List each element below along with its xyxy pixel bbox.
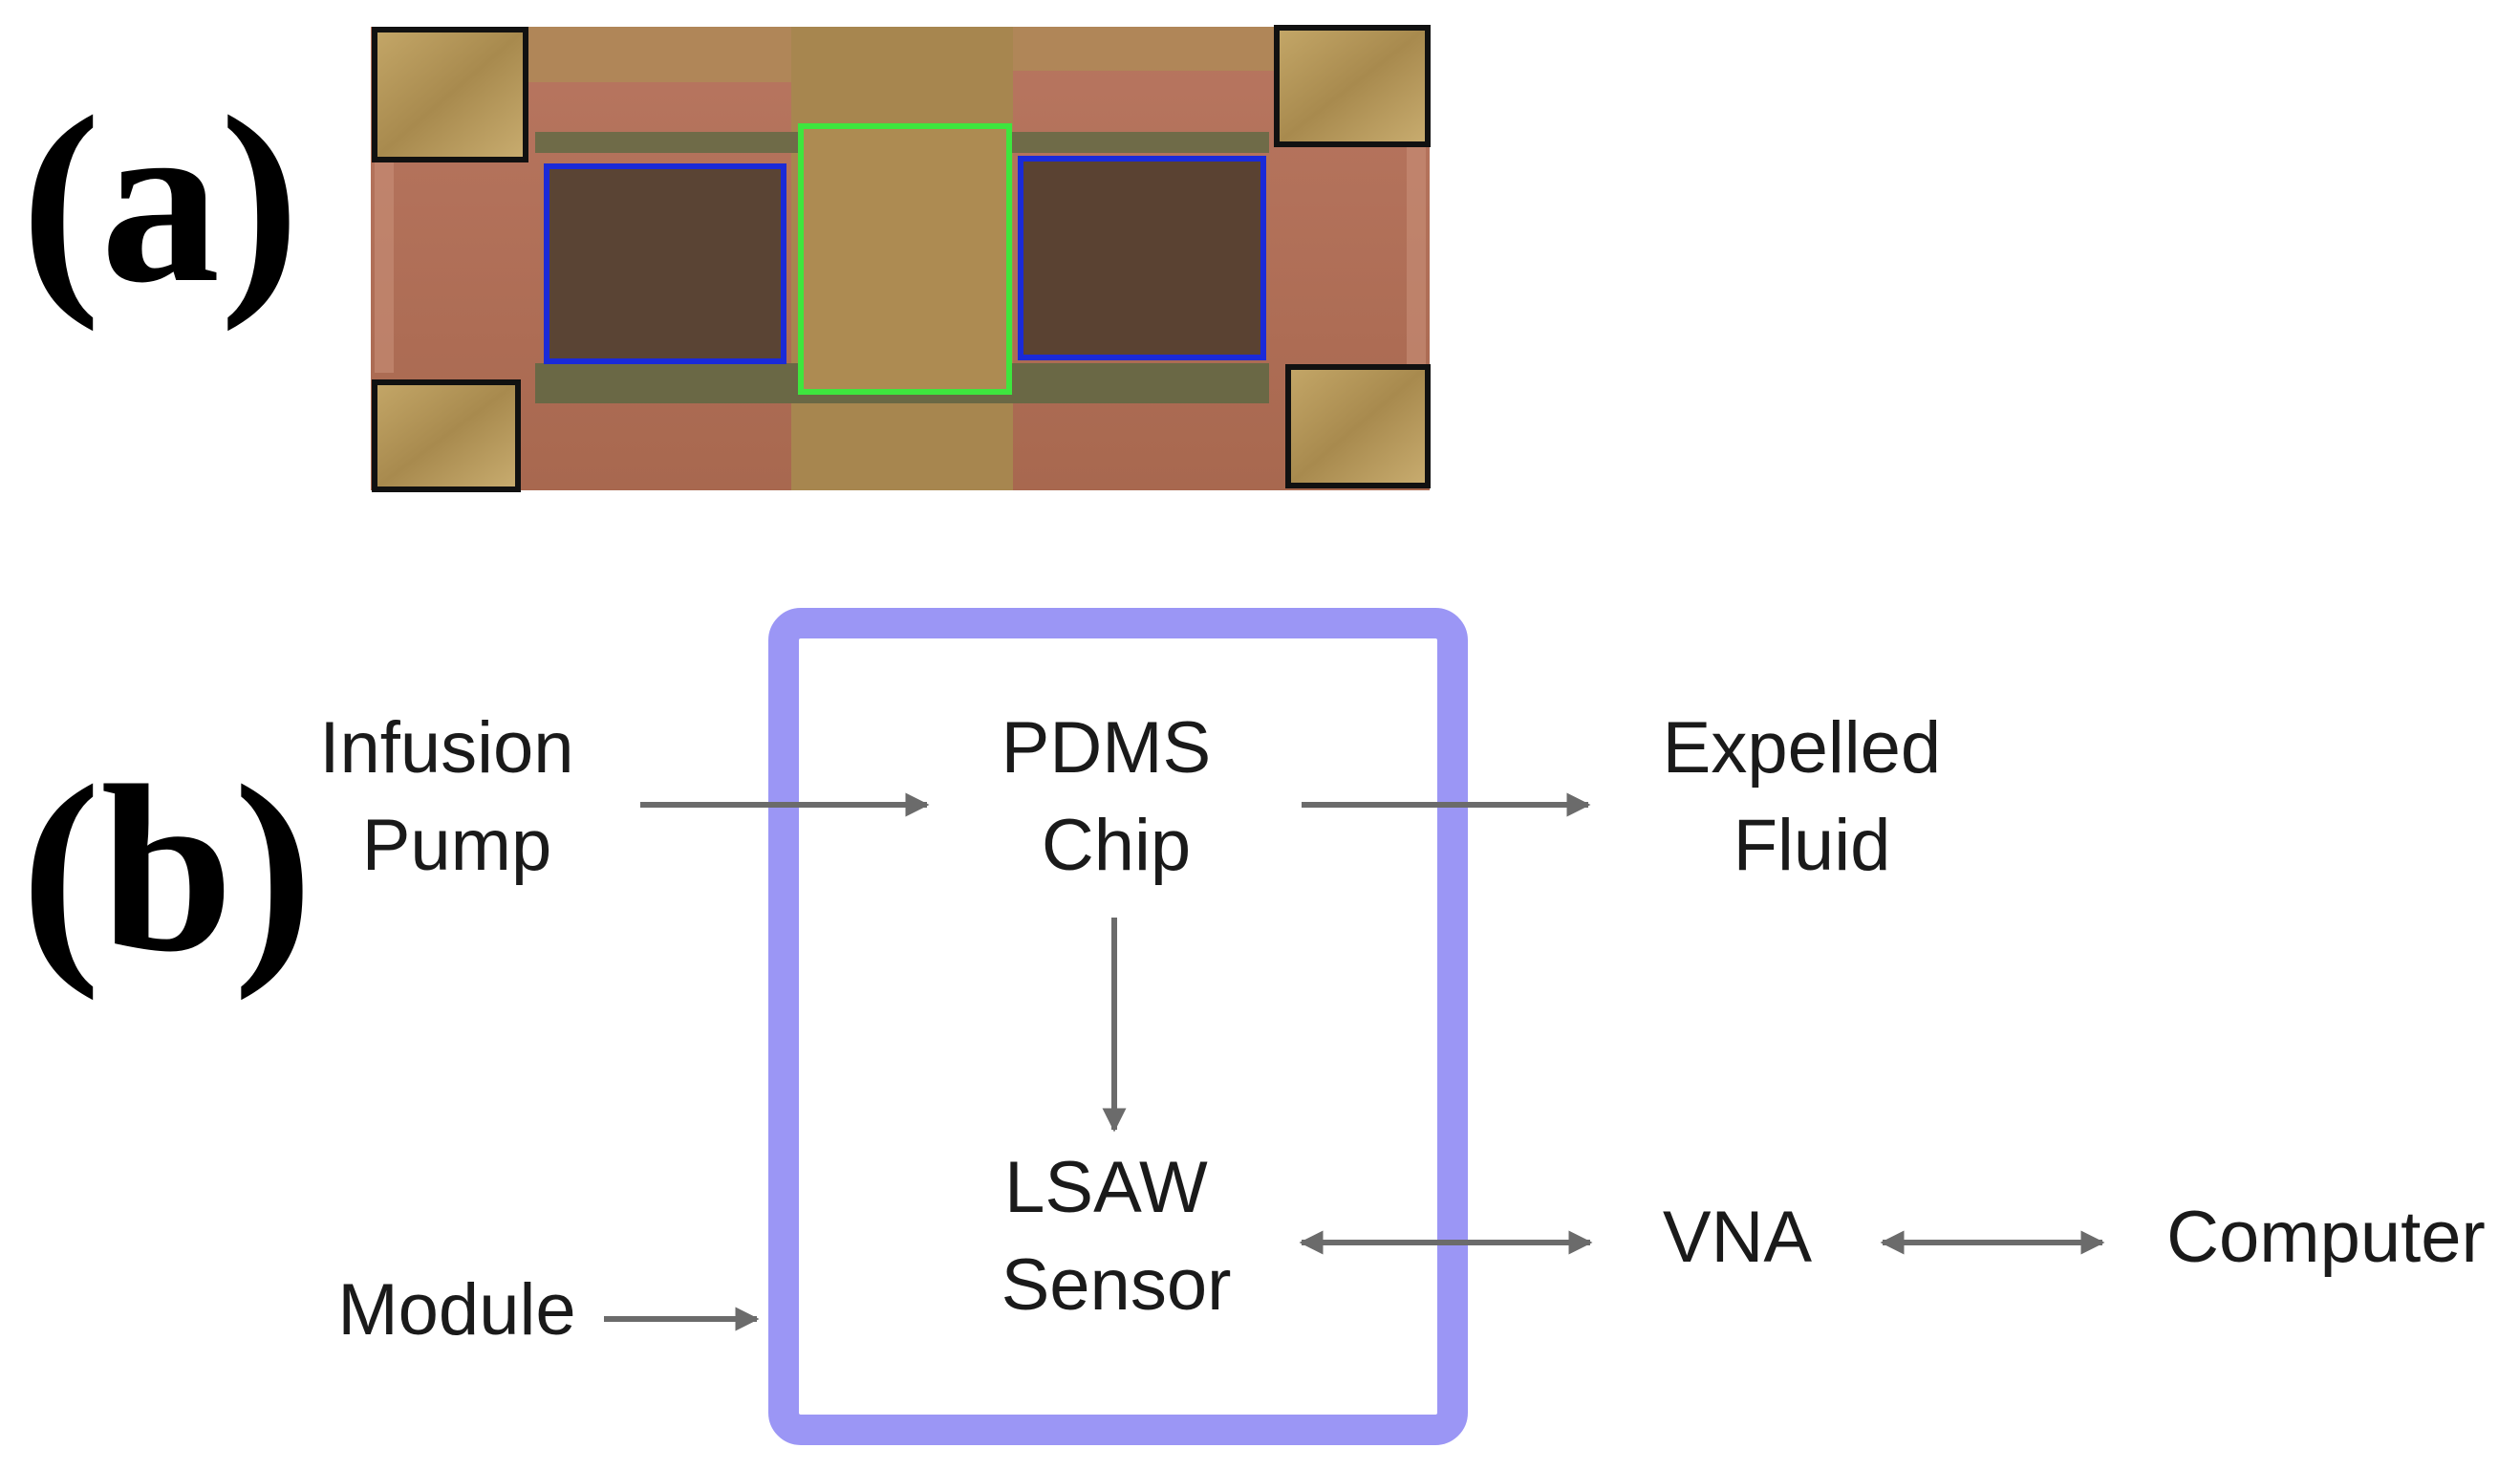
pdms-chip-label: PDMS Chip <box>1002 707 1232 886</box>
computer-label: Computer <box>2166 1197 2486 1278</box>
infusion-pump-label: Infusion Pump <box>319 707 593 886</box>
panel-label-b: (b) <box>21 737 313 1002</box>
panel-label-a: (a) <box>21 68 300 333</box>
photo-edge-mark-left <box>375 143 394 373</box>
vna-label: VNA <box>1663 1197 1813 1278</box>
photo-top-left-strip <box>528 27 791 82</box>
chip-photo <box>371 25 1431 492</box>
sensing-area <box>798 123 1012 395</box>
idt-left <box>544 163 786 364</box>
pad-top-left <box>372 27 528 162</box>
module-label: Module <box>337 1269 575 1351</box>
pad-bottom-left <box>372 379 521 492</box>
module-box <box>768 608 1468 1445</box>
expelled-fluid-label: Expelled Fluid <box>1663 707 1962 886</box>
pad-bottom-right <box>1285 364 1431 488</box>
photo-edge-mark-right <box>1407 143 1426 373</box>
lsaw-sensor-label: LSAW Sensor <box>1002 1147 1232 1326</box>
idt-right <box>1018 156 1266 360</box>
photo-top-right-strip <box>1013 27 1277 71</box>
pad-top-right <box>1274 25 1431 147</box>
